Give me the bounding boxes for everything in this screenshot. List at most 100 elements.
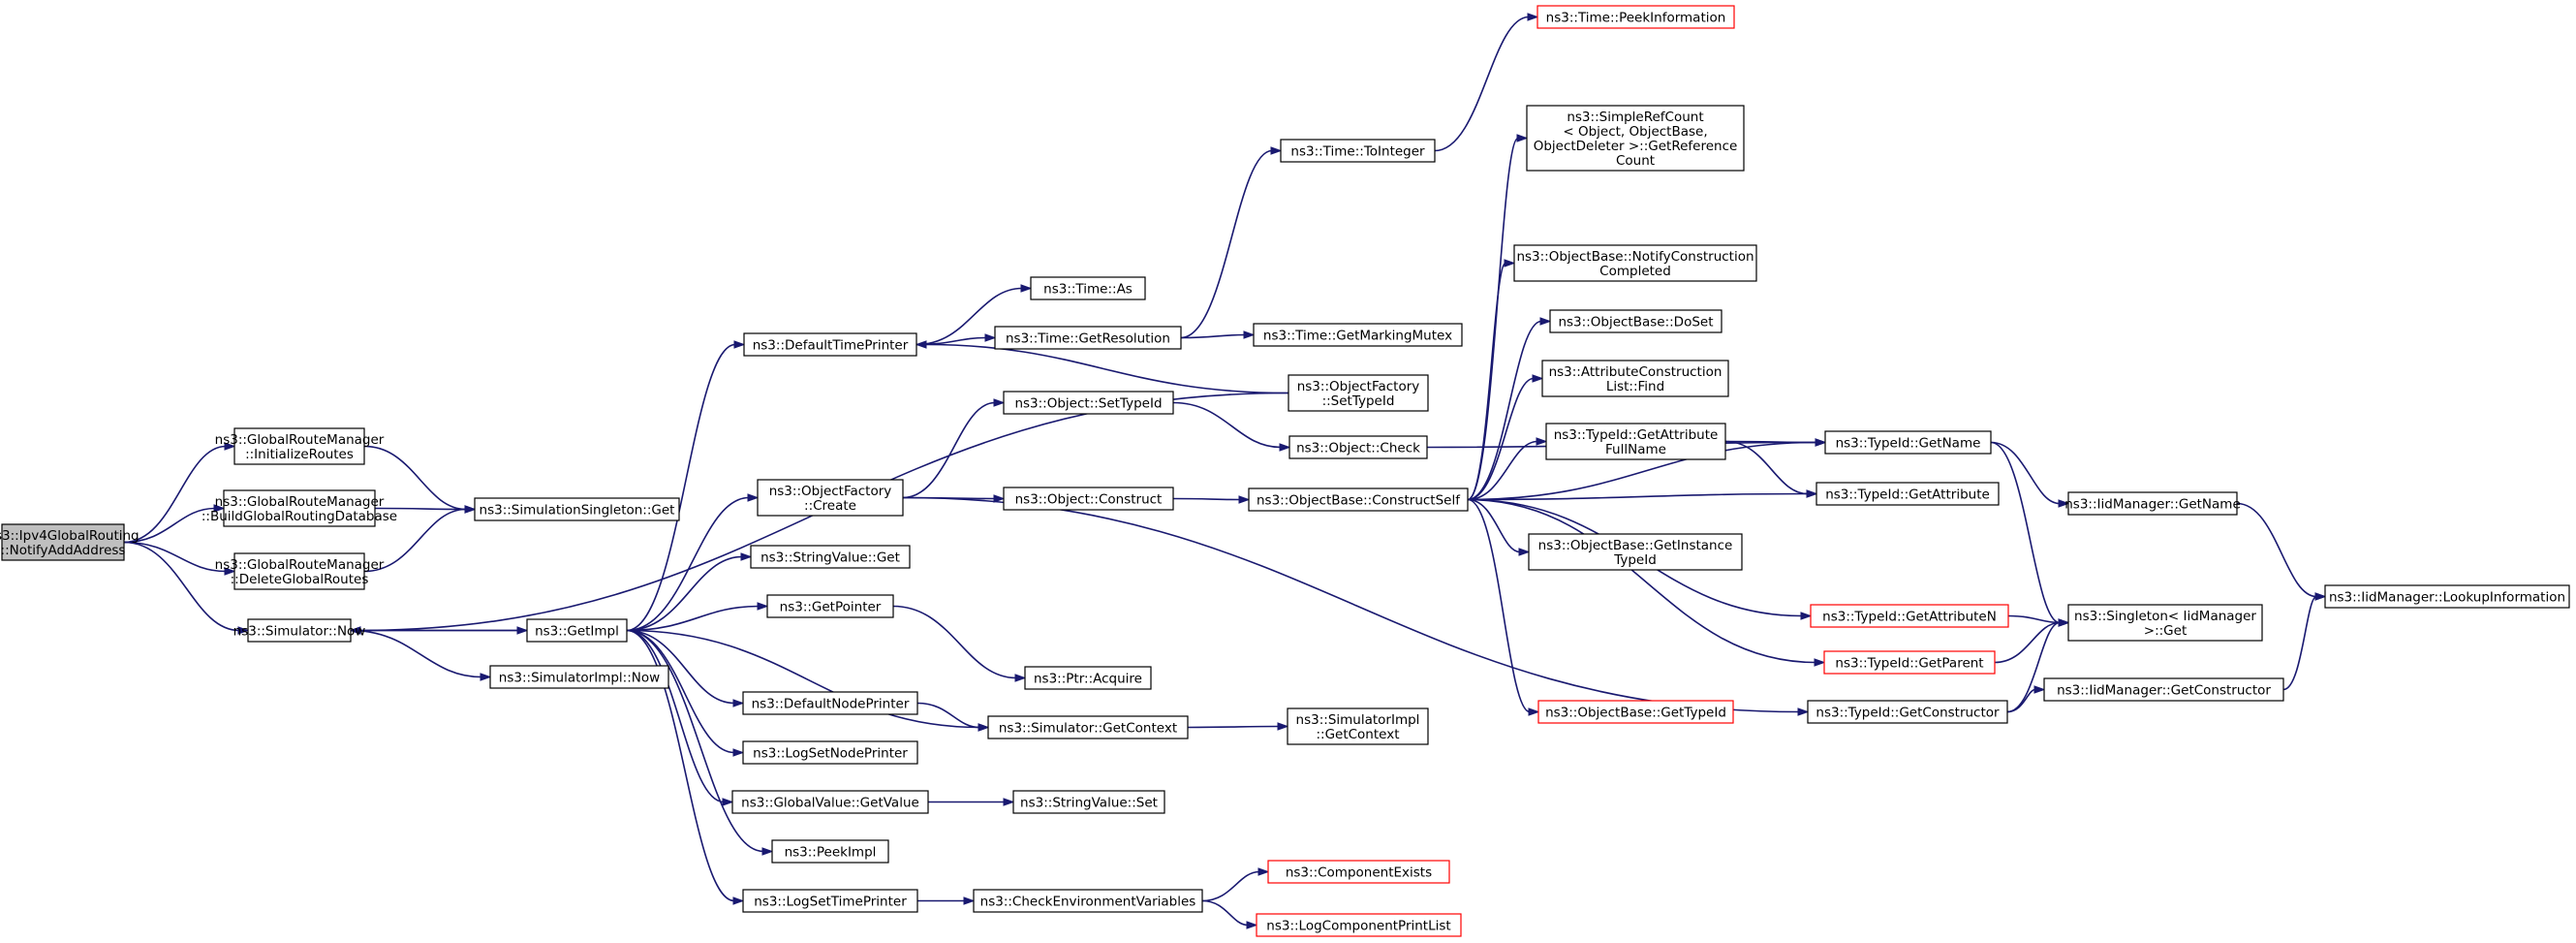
node-label-line: List::Find xyxy=(1606,379,1664,394)
node-object-check[interactable]: ns3::Object::Check xyxy=(1288,435,1428,459)
node-object-construct[interactable]: ns3::Object::Construct xyxy=(1003,487,1174,511)
node-typeid-getattribute[interactable]: ns3::TypeId::GetAttribute xyxy=(1816,482,2000,506)
node-objbase-doset[interactable]: ns3::ObjectBase::DoSet xyxy=(1549,309,1723,333)
node-time-as[interactable]: ns3::Time::As xyxy=(1030,276,1146,300)
call-edge-objbase_constructself-to-objbase_gettypeid xyxy=(1467,498,1540,716)
node-peekimpl[interactable]: ns3::PeekImpl xyxy=(771,839,889,864)
node-object-settypeid[interactable]: ns3::Object::SetTypeId xyxy=(1003,391,1174,415)
node-grm-build[interactable]: ns3::GlobalRouteManager::BuildGlobalRout… xyxy=(202,489,397,527)
node-label-line: ns3::ObjectBase::GetTypeId xyxy=(1545,706,1726,721)
edge-arrowhead xyxy=(757,602,769,611)
edge-arrowhead xyxy=(1797,707,1810,716)
node-iidmanager-getconstructor[interactable]: ns3::IidManager::GetConstructor xyxy=(2043,677,2284,702)
edge-line xyxy=(350,629,482,678)
node-time-getmarkingmutex[interactable]: ns3::Time::GetMarkingMutex xyxy=(1253,323,1463,347)
edge-arrowhead xyxy=(349,626,361,635)
node-box xyxy=(1267,860,1450,884)
node-singleton-get[interactable]: ns3::SimulationSingleton::Get xyxy=(474,497,680,521)
node-ptr-acquire[interactable]: ns3::Ptr::Acquire xyxy=(1024,666,1152,690)
edge-arrowhead xyxy=(480,673,492,681)
edge-arrowhead xyxy=(1279,443,1291,452)
node-sim-getcontext[interactable]: ns3::Simulator::GetContext xyxy=(987,715,1189,739)
edge-line xyxy=(1172,401,1282,449)
node-stringvalue-get[interactable]: ns3::StringValue::Get xyxy=(750,545,911,569)
node-logsettimeprinter[interactable]: ns3::LogSetTimePrinter xyxy=(742,889,918,913)
node-objbase-constructself[interactable]: ns3::ObjectBase::ConstructSelf xyxy=(1248,487,1469,512)
edge-line xyxy=(916,702,980,729)
node-typeid-getparent[interactable]: ns3::TypeId::GetParent xyxy=(1823,650,1996,675)
node-typeid-getattributen[interactable]: ns3::TypeId::GetAttributeN xyxy=(1810,604,2009,628)
node-stringvalue-set[interactable]: ns3::StringValue::Set xyxy=(1012,790,1165,814)
node-logcomponentprintlist[interactable]: ns3::LogComponentPrintList xyxy=(1256,913,1462,937)
node-box xyxy=(2067,604,2263,642)
edge-arrowhead xyxy=(1518,548,1531,556)
edge-line xyxy=(1201,899,1249,927)
edge-arrowhead xyxy=(464,505,477,514)
edge-arrowhead xyxy=(213,504,226,513)
node-objbase-notify[interactable]: ns3::ObjectBase::NotifyConstructionCompl… xyxy=(1513,244,1757,282)
node-box xyxy=(1816,482,2000,506)
edge-arrowhead xyxy=(733,340,746,349)
call-edge-getimpl-to-objfactory_create xyxy=(626,493,760,632)
node-objfactory-settypeid[interactable]: ns3::ObjectFactory::SetTypeId xyxy=(1288,374,1429,412)
node-label-line: ns3::SimpleRefCount xyxy=(1567,110,1703,125)
node-simimpl-now[interactable]: ns3::SimulatorImpl::Now xyxy=(489,665,669,689)
node-box xyxy=(1526,105,1745,172)
call-edge-objbase_constructself-to-typeid_getparent xyxy=(1467,498,1826,667)
node-grm-delete[interactable]: ns3::GlobalRouteManager::DeleteGlobalRou… xyxy=(215,552,385,590)
call-edge-iidmanager_getname-to-iidmanager_lookupinformation xyxy=(2236,502,2327,601)
node-iidmanager-lookupinformation[interactable]: ns3::IidManager::LookupInformation xyxy=(2324,584,2570,609)
edge-line xyxy=(1994,621,2061,664)
node-box xyxy=(247,618,352,643)
node-box xyxy=(1549,309,1723,333)
node-singleton-iidmanager-get[interactable]: ns3::Singleton< IidManager>::Get xyxy=(2067,604,2263,642)
call-edge-time_getresolution-to-time_getmarkingmutex xyxy=(1180,330,1256,339)
node-getpointer[interactable]: ns3::GetPointer xyxy=(766,594,894,618)
call-edge-root-to-sim_now xyxy=(123,541,250,635)
edge-line xyxy=(924,343,1289,394)
node-label-line: ns3::GetPointer xyxy=(780,600,882,615)
node-time-peekinformation[interactable]: ns3::Time::PeekInformation xyxy=(1536,5,1735,29)
edge-line xyxy=(626,555,743,632)
node-time-tointeger[interactable]: ns3::Time::ToInteger xyxy=(1280,139,1436,163)
edge-line xyxy=(626,343,736,632)
node-box xyxy=(1248,487,1469,512)
node-box xyxy=(1810,604,2009,628)
node-default-node-printer[interactable]: ns3::DefaultNodePrinter xyxy=(742,691,918,715)
node-sim-now[interactable]: ns3::Simulator::Now xyxy=(233,618,366,643)
node-grm-init[interactable]: ns3::GlobalRouteManager::InitializeRoute… xyxy=(215,427,385,465)
node-typeid-getname[interactable]: ns3::TypeId::GetName xyxy=(1824,430,1992,455)
edge-line xyxy=(1990,441,2061,505)
node-checkenv[interactable]: ns3::CheckEnvironmentVariables xyxy=(973,889,1203,913)
edge-line xyxy=(1467,320,1542,501)
call-edge-typeid_getattributefullname-to-typeid_getname xyxy=(1724,438,1827,447)
node-objfactory-create[interactable]: ns3::ObjectFactory::Create xyxy=(757,479,904,517)
node-time-getresolution[interactable]: ns3::Time::GetResolution xyxy=(994,326,1182,350)
node-globalvalue-getvalue[interactable]: ns3::GlobalValue::GetValue xyxy=(731,790,929,814)
node-label-line: ::Create xyxy=(804,498,856,514)
node-iidmanager-getname[interactable]: ns3::IidManager::GetName xyxy=(2064,491,2241,516)
edge-line xyxy=(1434,16,1530,152)
edge-arrowhead xyxy=(2033,685,2046,694)
node-box xyxy=(1256,913,1462,937)
node-objbase-gettypeid[interactable]: ns3::ObjectBase::GetTypeId xyxy=(1537,700,1734,724)
edge-arrowhead xyxy=(1238,495,1251,504)
node-simimpl-getcontext[interactable]: ns3::SimulatorImpl::GetContext xyxy=(1287,707,1429,745)
edge-arrowhead xyxy=(1814,658,1826,667)
node-typeid-getconstructor[interactable]: ns3::TypeId::GetConstructor xyxy=(1807,700,2008,724)
call-edge-root-to-grm_build xyxy=(123,504,226,544)
node-root[interactable]: ns3::Ipv4GlobalRouting::NotifyAddAddress xyxy=(0,523,140,561)
node-label-line: ns3::Time::GetMarkingMutex xyxy=(1263,329,1452,344)
node-default-time-printer[interactable]: ns3::DefaultTimePrinter xyxy=(743,332,917,357)
node-getimpl[interactable]: ns3::GetImpl xyxy=(526,618,628,643)
node-simplerefcount[interactable]: ns3::SimpleRefCount< Object, ObjectBase,… xyxy=(1526,105,1745,172)
edge-line xyxy=(916,336,987,346)
node-component-exists[interactable]: ns3::ComponentExists xyxy=(1267,860,1450,884)
edge-line xyxy=(1724,440,1809,495)
node-logsetnodeprinter[interactable]: ns3::LogSetNodePrinter xyxy=(742,740,918,765)
call-edge-checkenv-to-logcomponentprintlist xyxy=(1201,899,1258,929)
node-label-line: ns3::ComponentExists xyxy=(1286,865,1432,881)
